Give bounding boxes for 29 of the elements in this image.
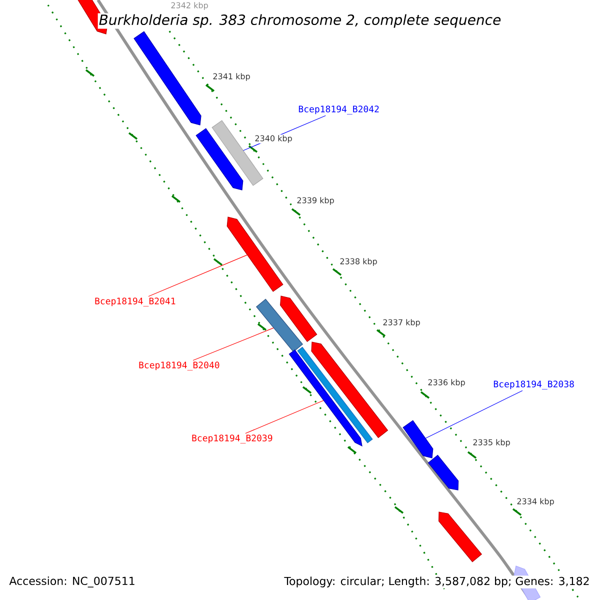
tick-label: 2337 kbp [382,318,421,328]
gene-label: Bcep18194_B2038 [494,380,574,390]
tick-label: 2335 kbp [472,438,511,448]
gene-label: Bcep18194_B2042 [298,106,379,114]
tick-label: 2339 kbp [296,196,335,206]
gene-feature [196,128,244,190]
tick-label: 2336 kbp [427,378,466,388]
title: Burkholderia sp. 383 chromosome 2, complete sequence [98,13,502,29]
gene-label: Bcep18194_B2041 [95,298,176,306]
gene-feature [402,420,434,458]
leader-line [192,328,274,361]
tick-label: 2334 kbp [516,498,555,506]
tick-label: 2340 kbp [254,134,293,144]
tick-label: 2341 kbp [212,72,251,82]
leader-line [245,400,324,434]
accession-text: Accession: NC_007511 [8,576,136,588]
gene-label: Bcep18194_B2040 [139,362,220,370]
gene-feature [297,346,373,444]
gene-feature [134,31,202,126]
leader-line [148,254,248,297]
summary-text: Topology: circular; Length: 3,587,082 bp; Genes: 3,182 [283,576,591,588]
leader-line [425,390,523,439]
gene-label: Bcep18194_B2039 [192,434,272,444]
tick-label: 2342 kbp [170,2,209,10]
tick-label: 2338 kbp [339,258,378,266]
gene-feature [280,296,318,342]
gene-feature [226,216,284,292]
gene-feature [311,342,388,438]
gene-feature [438,512,482,562]
